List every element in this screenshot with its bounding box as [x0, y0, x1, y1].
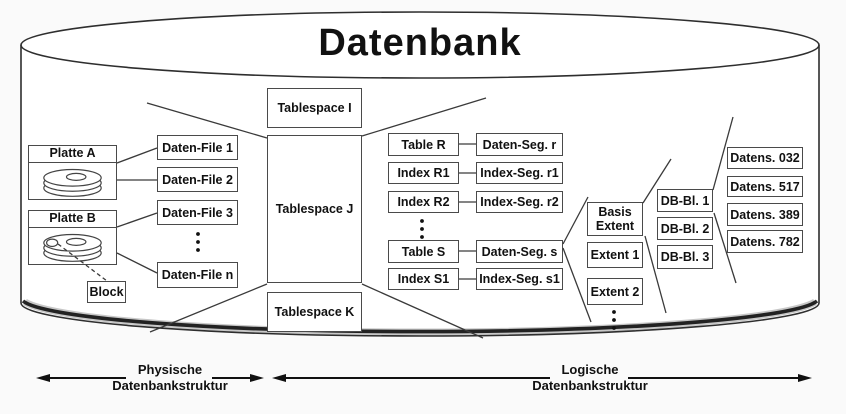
disk-icon — [43, 168, 102, 197]
physical-structure-line1: Physische — [137, 362, 203, 377]
platte-a-label: Platte A — [29, 146, 116, 163]
cylinder-top — [20, 11, 820, 79]
platte-b-label: Platte B — [29, 211, 116, 228]
block-marker-icon — [45, 238, 59, 248]
node-datens-032: Datens. 032 — [727, 147, 803, 169]
disk-icon — [43, 233, 102, 262]
node-tablespace-i: Tablespace I — [267, 88, 362, 128]
node-index-r1: Index R1 — [388, 162, 459, 184]
physical-structure-line2: Datenbankstruktur — [112, 378, 228, 393]
node-daten-seg-r: Daten-Seg. r — [476, 133, 563, 156]
node-daten-seg-s: Daten-Seg. s — [476, 240, 563, 263]
node-table-s: Table S — [388, 240, 459, 263]
node-index-seg-s1: Index-Seg. s1 — [476, 268, 563, 290]
node-extent-2: Extent 2 — [587, 278, 643, 305]
node-db-bl-1: DB-Bl. 1 — [657, 189, 713, 212]
node-block: Block — [87, 281, 126, 303]
node-tablespace-k: Tablespace K — [267, 292, 362, 332]
node-extent-1: Extent 1 — [587, 242, 643, 268]
node-index-seg-r2: Index-Seg. r2 — [476, 191, 563, 213]
physical-structure-label: Physische Datenbankstruktur — [90, 362, 250, 394]
node-db-bl-3: DB-Bl. 3 — [657, 245, 713, 269]
node-platte-b: Platte B — [28, 210, 117, 265]
node-index-seg-r1: Index-Seg. r1 — [476, 162, 563, 184]
logical-structure-line1: Logische — [561, 362, 619, 377]
node-basis-extent: Basis Extent — [587, 202, 643, 236]
node-index-r2: Index R2 — [388, 191, 459, 213]
node-datens-389: Datens. 389 — [727, 203, 803, 226]
node-daten-file-3: Daten-File 3 — [157, 200, 238, 225]
node-tablespace-j: Tablespace J — [267, 135, 362, 283]
node-daten-file-n: Daten-File n — [157, 262, 238, 288]
node-platte-a: Platte A — [28, 145, 117, 200]
node-table-r: Table R — [388, 133, 459, 156]
node-daten-file-1: Daten-File 1 — [157, 135, 238, 160]
node-db-bl-2: DB-Bl. 2 — [657, 217, 713, 240]
logical-structure-line2: Datenbankstruktur — [532, 378, 648, 393]
logical-structure-label: Logische Datenbankstruktur — [510, 362, 670, 394]
node-datens-782: Datens. 782 — [727, 230, 803, 253]
node-index-s1: Index S1 — [388, 268, 459, 290]
node-daten-file-2: Daten-File 2 — [157, 167, 238, 192]
diagram-title: Datenbank — [318, 22, 522, 64]
node-datens-517: Datens. 517 — [727, 176, 803, 197]
